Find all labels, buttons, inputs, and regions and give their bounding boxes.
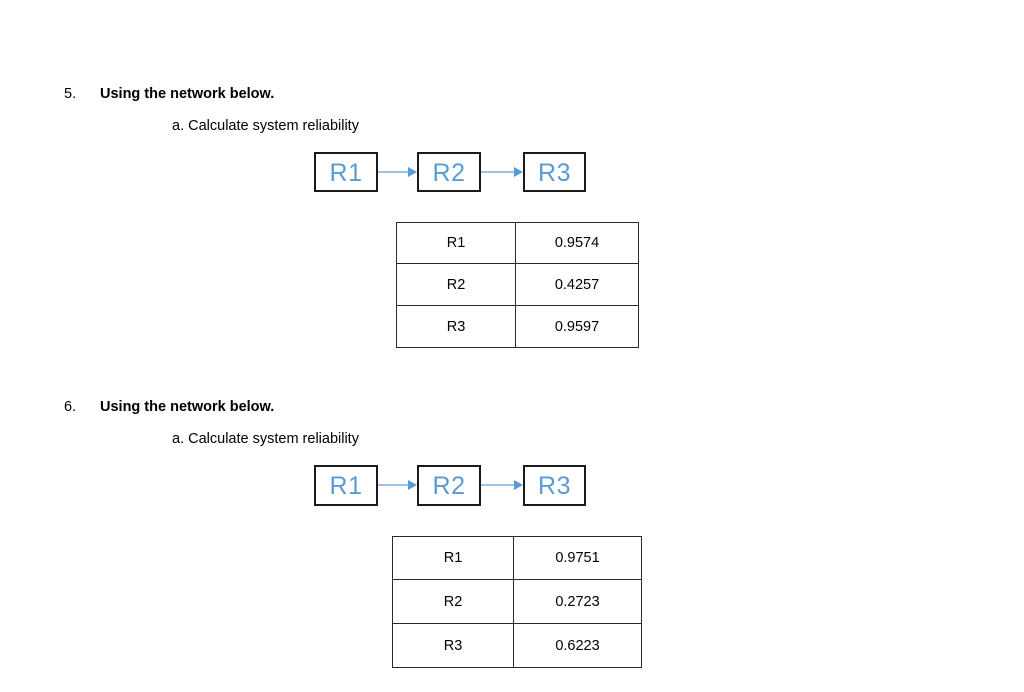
reliability-block-diagram-5: R1 R2 R3 — [0, 152, 1024, 194]
cell-reliability-value: 0.9751 — [513, 536, 642, 580]
question-5-subitem-a: a. Calculate system reliability — [172, 118, 359, 134]
rbd-6-connector-r2-r3 — [481, 480, 523, 491]
cell-component-name: R1 — [396, 222, 516, 264]
cell-reliability-value: 0.9597 — [515, 305, 639, 348]
cell-reliability-value: 0.6223 — [513, 623, 642, 668]
cell-component-name: R3 — [392, 623, 514, 668]
question-6-title: Using the network below. — [100, 399, 275, 415]
question-6-heading: 6. Using the network below. — [0, 395, 1024, 419]
cell-component-name: R2 — [396, 263, 516, 306]
rbd-6-block-r3: R3 — [523, 465, 586, 506]
question-block-5: 5. Using the network below. a. Calculate… — [0, 0, 1024, 348]
question-5-number: 5. — [64, 86, 77, 102]
rbd-5-block-r3: R3 — [523, 152, 586, 192]
cell-component-name: R3 — [396, 305, 516, 348]
reliability-table-6: R1 0.9751 R2 0.2723 R3 0.6223 — [392, 536, 642, 668]
question-5-title: Using the network below. — [100, 86, 275, 102]
table-row: R2 0.4257 — [396, 263, 639, 306]
table-row: R1 0.9574 — [396, 222, 639, 264]
question-block-6: 6. Using the network below. a. Calculate… — [0, 0, 1024, 668]
rbd-5-connector-r2-r3 — [481, 167, 523, 178]
reliability-table-5: R1 0.9574 R2 0.4257 R3 0.9597 — [396, 222, 639, 348]
rbd-5-connector-r1-r2 — [378, 167, 417, 178]
cell-reliability-value: 0.4257 — [515, 263, 639, 306]
cell-reliability-value: 0.2723 — [513, 579, 642, 624]
question-5-heading: 5. Using the network below. — [0, 82, 1024, 106]
question-6-subitem-a: a. Calculate system reliability — [172, 431, 359, 447]
table-row: R3 0.9597 — [396, 305, 639, 348]
reliability-block-diagram-6: R1 R2 R3 — [0, 465, 1024, 507]
question-6-number: 6. — [64, 399, 77, 415]
table-row: R2 0.2723 — [392, 579, 642, 624]
table-row: R1 0.9751 — [392, 536, 642, 580]
rbd-6-connector-r1-r2 — [378, 480, 417, 491]
rbd-6-block-r1: R1 — [314, 465, 378, 506]
rbd-5-block-r1: R1 — [314, 152, 378, 192]
cell-component-name: R1 — [392, 536, 514, 580]
cell-reliability-value: 0.9574 — [515, 222, 639, 264]
rbd-5-block-r2: R2 — [417, 152, 481, 192]
table-row: R3 0.6223 — [392, 623, 642, 668]
rbd-6-block-r2: R2 — [417, 465, 481, 506]
cell-component-name: R2 — [392, 579, 514, 624]
